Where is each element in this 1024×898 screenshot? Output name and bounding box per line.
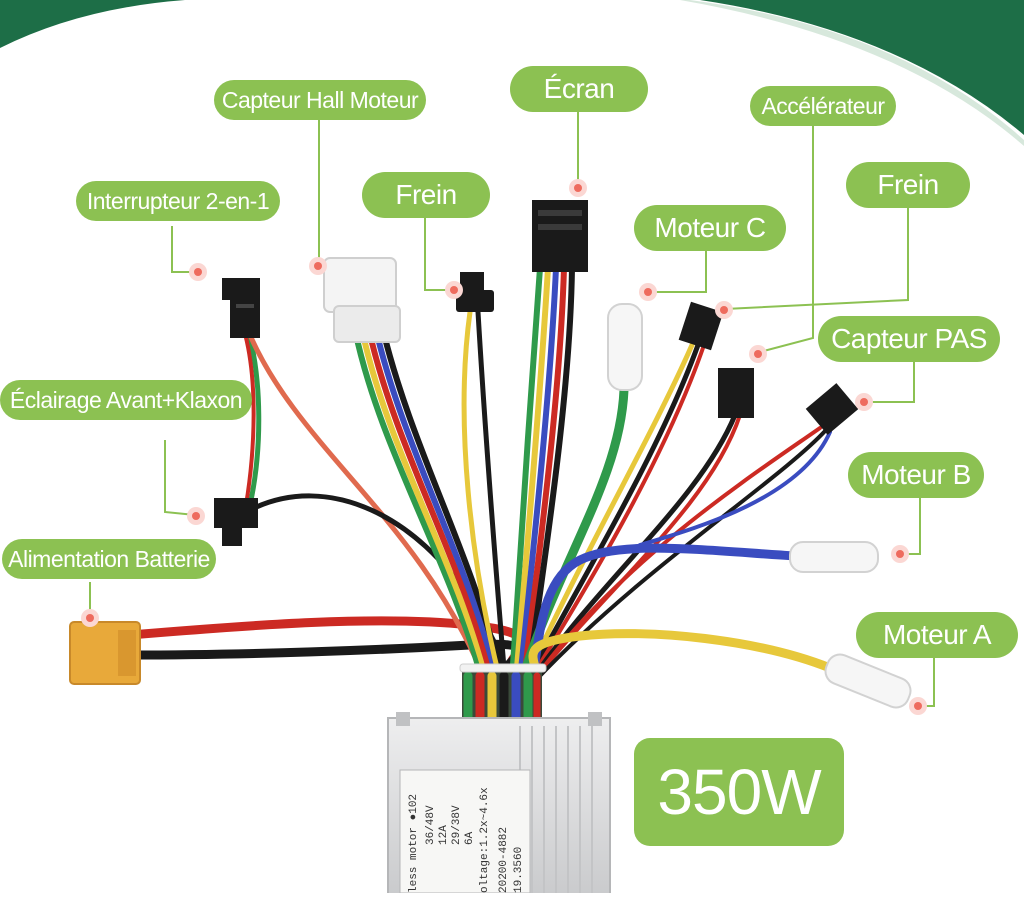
wire-switch-red — [242, 328, 256, 507]
wire-switch-orange — [247, 332, 488, 683]
controller-spec-label: less motor ●102 36/48V 12A 29/38V 6A olt… — [408, 787, 525, 893]
julet-3pin-icon — [214, 498, 258, 546]
label-motor-a: Moteur A — [856, 612, 1018, 658]
spec-line-4: 29/38V — [451, 805, 463, 845]
label-switch-2in1: Interrupteur 2-en-1 — [76, 181, 280, 221]
corner-band-right — [700, 0, 1024, 135]
label-throttle: Accélérateur — [750, 86, 896, 126]
bullet-connector-icon — [607, 303, 643, 391]
leader-switch — [171, 226, 194, 273]
wire-switch-green — [245, 327, 262, 508]
leader-brake-right — [724, 208, 909, 310]
corner-band-left — [0, 0, 185, 48]
label-pas-sensor: Capteur PAS — [818, 316, 1000, 362]
spec-line-2: 36/48V — [425, 805, 437, 845]
display-5pin-icon — [532, 200, 588, 272]
spec-line-3: 12A — [438, 825, 450, 845]
wire-harness — [125, 265, 835, 725]
leader-throttle — [759, 122, 814, 353]
leader-motor-b — [900, 494, 921, 555]
julet-3pin-icon — [222, 278, 260, 338]
spec-line-1: less motor ●102 — [408, 794, 420, 893]
label-motor-b: Moteur B — [848, 452, 984, 498]
label-motor-c: Moteur C — [634, 205, 786, 251]
label-display: Écran — [510, 66, 648, 112]
xt60-connector-icon — [69, 621, 141, 685]
label-battery: Alimentation Batterie — [2, 539, 216, 579]
julet-3pin-icon — [456, 272, 494, 312]
controller-box: less motor ●102 36/48V 12A 29/38V 6A olt… — [387, 712, 611, 898]
julet-3pin-icon — [678, 301, 724, 351]
hall-plug-icon — [323, 257, 401, 343]
julet-3pin-icon — [718, 368, 754, 418]
spec-line-7: 20200-4882 — [498, 827, 510, 893]
marker-dots — [81, 179, 927, 715]
bullet-connector-icon — [824, 653, 912, 709]
spec-line-6: oltage:1.2x~4.6x — [479, 787, 491, 893]
label-brake-left: Frein — [362, 172, 490, 218]
leader-motor-c — [648, 250, 707, 293]
label-light-horn: Éclairage Avant+Klaxon — [0, 380, 252, 420]
wire-battery-black — [125, 639, 525, 685]
spec-line-8: 19.3560 — [513, 847, 525, 893]
label-hall-sensor: Capteur Hall Moteur — [214, 80, 426, 120]
connectors — [69, 200, 912, 709]
leader-brake-left — [424, 216, 452, 291]
power-rating-badge: 350W — [634, 738, 844, 846]
label-brake-right: Frein — [846, 162, 970, 208]
julet-3pin-icon — [805, 383, 859, 435]
spec-line-5: 6A — [464, 831, 476, 845]
bullet-connector-icon — [789, 541, 879, 573]
leader-light — [164, 440, 196, 516]
leader-pas — [868, 360, 915, 403]
